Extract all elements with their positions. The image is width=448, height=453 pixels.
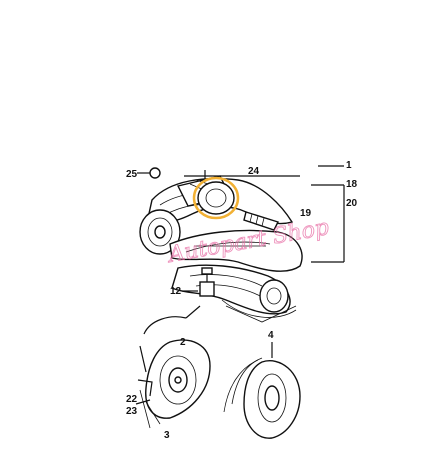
left-bushing [139,209,181,255]
bottom-bushing-right [223,342,301,439]
highlighted-bushing [192,176,240,220]
lower-arm-body [169,229,303,272]
reference-bracket [311,165,345,263]
callout-18: 18 [346,179,358,190]
leader-24 [184,170,300,180]
callout-22: 22 [126,394,138,405]
callout-19: 19 [300,208,312,219]
bottom-bushing-left [139,339,211,429]
callout-3: 3 [164,430,170,441]
callout-23: 23 [126,406,138,417]
callout-1: 1 [346,160,352,171]
bolt-19 [243,211,279,231]
bolt-12 [182,267,215,297]
link-arc [143,305,201,335]
callout-20: 20 [346,198,358,209]
callout-4: 4 [268,330,274,341]
callout-24: 24 [248,166,260,177]
callout-12: 12 [170,286,182,297]
callout-25: 25 [126,169,138,180]
callout-labels: 25 24 19 12 4 18 20 1 22 23 2 3 [126,160,358,441]
bolt-25 [137,167,161,179]
callout-2: 2 [180,337,186,348]
clip-part-left [135,345,153,405]
